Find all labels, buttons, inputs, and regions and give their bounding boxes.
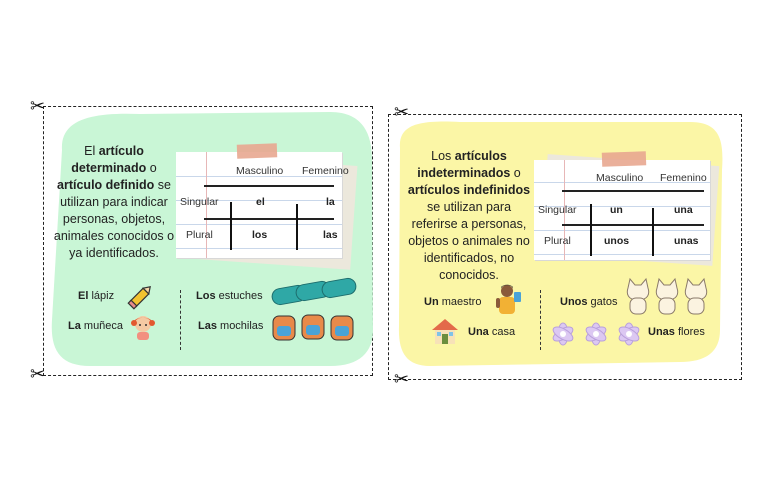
- scissors-icon: ✂: [394, 102, 410, 123]
- flowers-icon: [552, 322, 640, 346]
- pencil-icon: [127, 286, 151, 310]
- separator: [180, 290, 181, 350]
- example-las-mochilas: Las mochilas: [198, 320, 264, 332]
- fem-plural-article: unas: [674, 235, 699, 247]
- definite-table: Masculino Femenino Singular Plural el la…: [176, 152, 349, 258]
- fem-singular-article: una: [674, 204, 693, 216]
- indefinite-table: Masculino Femenino Singular Plural un un…: [534, 160, 710, 260]
- row-header-singular: Singular: [180, 196, 219, 208]
- masc-plural-article: los: [252, 229, 268, 241]
- masc-plural-article: unos: [604, 235, 630, 247]
- example-un-maestro: Un maestro: [424, 296, 482, 308]
- column-header-masculine: Masculino: [236, 165, 284, 177]
- scissors-icon: ✂: [30, 364, 46, 385]
- row-header-plural: Plural: [544, 235, 571, 247]
- cut-line: [388, 114, 742, 380]
- fem-singular-article: la: [326, 196, 335, 208]
- teacher-icon: [496, 284, 521, 314]
- row-header-singular: Singular: [538, 204, 577, 216]
- house-icon: [432, 319, 458, 344]
- cats-icon: [626, 277, 708, 315]
- definite-intro-text: El artículo determinado o artículo defin…: [53, 144, 175, 260]
- row-header-plural: Plural: [186, 229, 213, 241]
- example-unos-gatos: Unos gatos: [560, 296, 618, 308]
- scissors-icon: ✂: [394, 369, 410, 390]
- indefinite-intro-text: Los artículos indeterminados o artículos…: [407, 149, 531, 282]
- column-header-feminine: Femenino: [302, 165, 349, 177]
- column-header-masculine: Masculino: [596, 172, 644, 184]
- cut-line: [43, 106, 373, 376]
- example-la-muneca: La muñeca: [68, 320, 124, 332]
- column-header-feminine: Femenino: [660, 172, 707, 184]
- example-una-casa: Una casa: [468, 326, 516, 338]
- doll-icon: [131, 316, 155, 340]
- example-los-estuches: Los estuches: [196, 290, 263, 302]
- masc-singular-article: un: [610, 204, 623, 216]
- example-el-lapiz: El lápiz: [78, 290, 115, 302]
- fem-plural-article: las: [323, 229, 338, 241]
- masc-singular-article: el: [256, 196, 265, 208]
- pencil-cases-icon: [271, 277, 357, 306]
- scissors-icon: ✂: [30, 96, 46, 117]
- separator: [540, 290, 541, 350]
- tape-decoration: [601, 151, 647, 167]
- backpacks-icon: [272, 314, 354, 341]
- example-unas-flores: Unas flores: [648, 326, 705, 338]
